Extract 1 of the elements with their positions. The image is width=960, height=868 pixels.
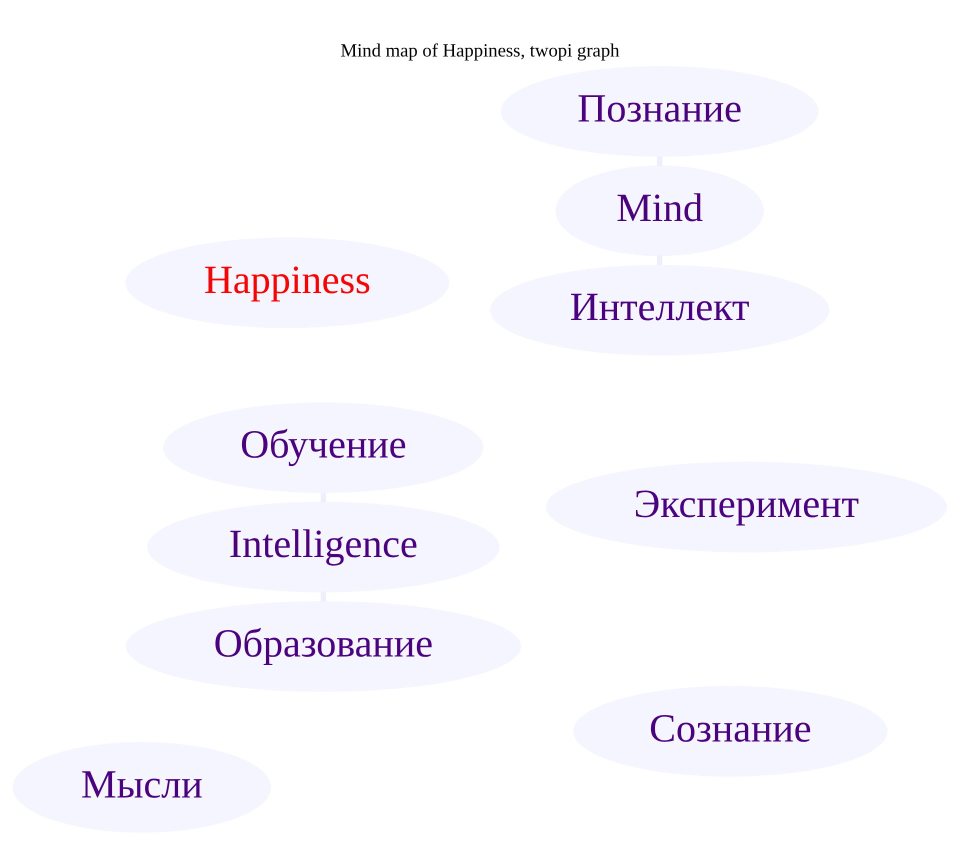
diagram-title: Mind map of Happiness, twopi graph <box>340 40 620 62</box>
